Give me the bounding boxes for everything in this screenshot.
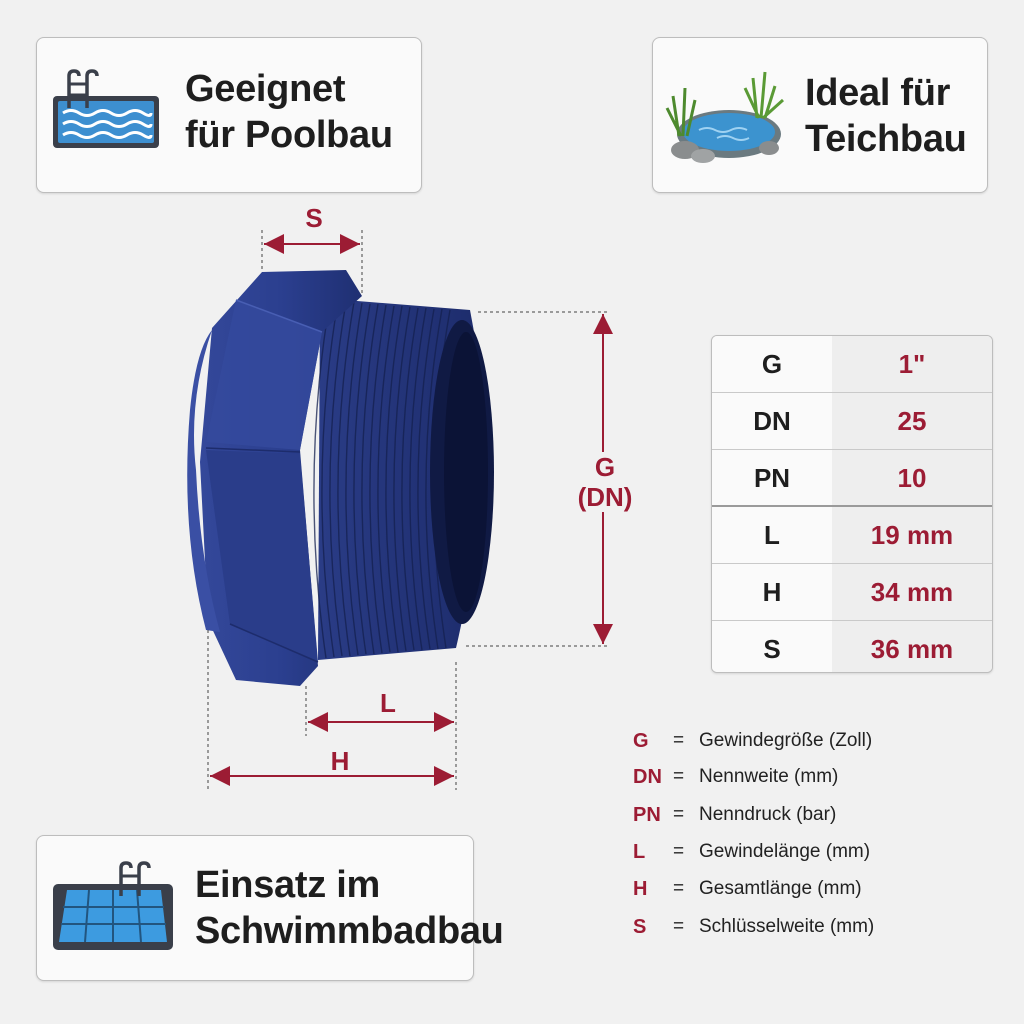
spec-table: G 1" DN 25 PN 10 L 19 mm H 34 mm S 36 mm	[711, 335, 993, 673]
badge-pond-line2: Teichbau	[805, 118, 967, 160]
spec-value: 25	[832, 393, 992, 449]
badge-swim: Einsatz im Schwimmbadbau	[36, 835, 504, 981]
spec-divider	[712, 620, 992, 621]
legend-item: L = Gewindelänge (mm)	[633, 839, 870, 865]
dim-label-l: L	[380, 688, 396, 718]
dim-label-g: G	[594, 452, 616, 482]
spec-section-divider	[712, 505, 992, 507]
spec-key: S	[712, 621, 832, 672]
dim-label-h: H	[330, 746, 350, 776]
product-drawing	[187, 230, 613, 790]
badge-pool: Geeignet für Poolbau	[36, 37, 422, 193]
badge-pool-line1: Geeignet	[185, 68, 346, 110]
spec-value: 19 mm	[832, 507, 992, 563]
dim-label-dn: (DN)	[577, 482, 633, 512]
spec-row: S 36 mm	[712, 621, 992, 672]
thread-section	[313, 298, 494, 660]
spec-value: 36 mm	[832, 621, 992, 672]
badge-pond-line1: Ideal für	[805, 72, 951, 114]
legend-item: G = Gewindegröße (Zoll)	[633, 728, 872, 754]
pond-icon	[665, 71, 785, 163]
legend-code: L	[633, 840, 646, 863]
dimension-arrows	[210, 234, 613, 786]
badge-swim-line2: Schwimmbadbau	[195, 910, 504, 952]
legend-code: H	[633, 877, 648, 900]
legend-code: PN	[633, 803, 661, 826]
legend-code: S	[633, 915, 647, 938]
spec-divider	[712, 392, 992, 393]
spec-divider	[712, 563, 992, 564]
legend-equals: =	[673, 804, 685, 825]
hex-nut	[187, 270, 362, 686]
legend-description: Nennweite (mm)	[699, 766, 839, 787]
spec-value: 34 mm	[832, 564, 992, 620]
legend-item: DN = Nennweite (mm)	[633, 764, 838, 790]
spec-row: H 34 mm	[712, 564, 992, 620]
legend-equals: =	[673, 916, 685, 937]
spec-key: DN	[712, 393, 832, 449]
legend-code: G	[633, 729, 649, 752]
badge-swim-line1: Einsatz im	[195, 864, 380, 906]
badge-pool-line2: für Poolbau	[185, 114, 393, 156]
legend-description: Schlüsselweite (mm)	[699, 916, 875, 937]
dim-label-g-dn: G (DN)	[570, 452, 640, 512]
legend-equals: =	[673, 730, 685, 751]
spec-key: PN	[712, 450, 832, 506]
spec-divider	[712, 449, 992, 450]
dim-label-s: S	[305, 203, 323, 233]
legend-description: Gewindegröße (Zoll)	[699, 730, 873, 751]
spec-value: 10	[832, 450, 992, 506]
spec-key: G	[712, 336, 832, 392]
spec-row: PN 10	[712, 450, 992, 506]
pool-ladder-icon	[53, 69, 159, 148]
spec-key: H	[712, 564, 832, 620]
spec-row: L 19 mm	[712, 507, 992, 563]
spec-key: L	[712, 507, 832, 563]
legend-equals: =	[673, 841, 685, 862]
legend-equals: =	[673, 878, 685, 899]
legend-description: Nenndruck (bar)	[699, 804, 837, 825]
legend-item: H = Gesamtlänge (mm)	[633, 876, 862, 902]
legend-description: Gesamtlänge (mm)	[699, 878, 862, 899]
spec-value: 1"	[832, 336, 992, 392]
legend-code: DN	[633, 765, 662, 788]
legend-item: S = Schlüsselweite (mm)	[633, 914, 874, 940]
swimming-pool-icon	[53, 861, 173, 950]
spec-row: DN 25	[712, 393, 992, 449]
spec-row: G 1"	[712, 336, 992, 392]
extension-lines	[207, 230, 610, 790]
badge-pond: Ideal für Teichbau	[652, 37, 988, 193]
legend-description: Gewindelänge (mm)	[699, 841, 871, 862]
legend-item: PN = Nenndruck (bar)	[633, 802, 836, 828]
legend-equals: =	[673, 766, 685, 787]
